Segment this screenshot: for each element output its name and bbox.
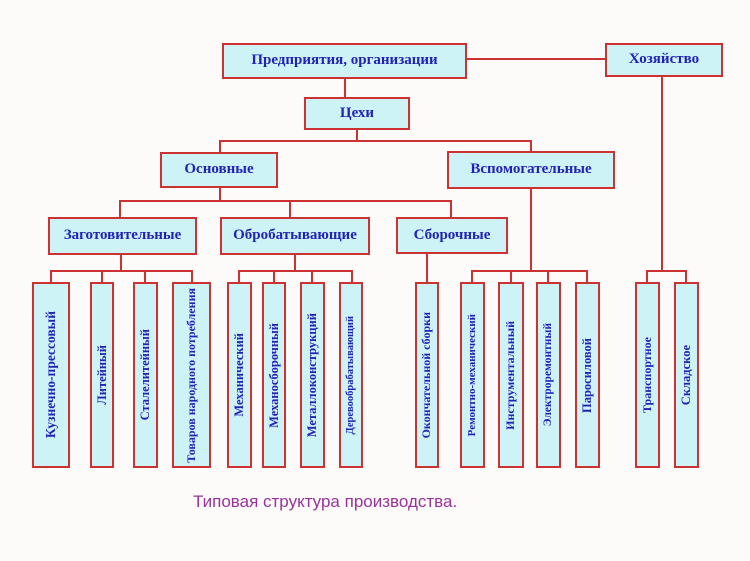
leaf-transport-label: Транспортное (639, 336, 654, 414)
leaf-mechanical-assembly: Механосборочный (262, 282, 286, 468)
connector-main-bar (219, 188, 221, 200)
leaf-final-assembly-label: Окончательной сборки (419, 311, 434, 439)
leaf-mechanical-assembly-label: Механосборочный (266, 322, 281, 428)
node-assembly: Сборочные (396, 217, 508, 254)
node-main-label: Основные (184, 161, 254, 178)
node-enterprises: Предприятия, организации (222, 43, 467, 79)
connector-bar-level4 (119, 200, 452, 202)
connector-assembly-leaf9 (426, 254, 428, 282)
leaf-warehouse: Складское (674, 282, 699, 468)
connector-drop-leaf6 (273, 270, 275, 282)
connector-drop-leaf3 (144, 270, 146, 282)
connector-drop-procurement (119, 200, 121, 217)
leaf-forging-press: Кузнечно-прессовый (32, 282, 70, 468)
leaf-tooling: Инструментальный (498, 282, 524, 468)
leaf-steam-power: Паросиловой (575, 282, 600, 468)
leaf-foundry: Литейный (90, 282, 114, 468)
connector-bar-economy-leaves (646, 270, 687, 272)
connector-drop-leaf4 (191, 270, 193, 282)
leaf-consumer-goods: Товаров народного потребления (172, 282, 211, 468)
leaf-electrical-repair: Электроремонтный (536, 282, 561, 468)
connector-drop-leaf14 (646, 270, 648, 282)
node-procurement-label: Заготовительные (63, 227, 182, 244)
connector-processing-bar (294, 255, 296, 270)
node-auxiliary: Вспомогательные (447, 151, 615, 189)
leaf-mechanical: Механический (227, 282, 252, 468)
connector-bar-auxiliary-leaves (471, 270, 588, 272)
connector-drop-leaf2 (101, 270, 103, 282)
connector-drop-leaf7 (311, 270, 313, 282)
connector-enterprises-shops (344, 79, 346, 97)
leaf-steel-casting: Сталелитейный (133, 282, 158, 468)
leaf-steel-casting-label: Сталелитейный (138, 329, 153, 421)
connector-drop-leaf12 (547, 270, 549, 282)
node-assembly-label: Сборочные (413, 226, 491, 243)
connector-drop-leaf5 (238, 270, 240, 282)
leaf-forging-press-label: Кузнечно-прессовый (43, 311, 59, 439)
leaf-woodworking-label: Деревообрабатывающий (344, 315, 356, 435)
leaf-foundry-label: Литейный (94, 345, 109, 405)
leaf-consumer-goods-label: Товаров народного потребления (183, 287, 198, 463)
leaf-repair-mechanical-label: Ремонтно-механический (466, 313, 479, 437)
connector-shops-bar (356, 130, 358, 140)
connector-bar-procurement-leaves (50, 270, 193, 272)
node-economy: Хозяйство (605, 43, 723, 77)
node-shops-label: Цехи (339, 104, 375, 121)
connector-bar-level3 (219, 140, 532, 142)
leaf-woodworking: Деревообрабатывающий (339, 282, 363, 468)
leaf-final-assembly: Окончательной сборки (415, 282, 439, 468)
connector-drop-main (219, 140, 221, 152)
connector-drop-leaf8 (351, 270, 353, 282)
connector-enterprises-economy (467, 58, 605, 60)
connector-drop-leaf11 (510, 270, 512, 282)
diagram-caption: Типовая структура производства. (193, 492, 458, 511)
connector-auxiliary-bar (530, 189, 532, 270)
node-processing-label: Обробатывающие (233, 227, 357, 244)
node-procurement: Заготовительные (48, 217, 197, 255)
node-shops: Цехи (304, 97, 410, 130)
connector-procurement-bar (120, 255, 122, 270)
connector-drop-leaf15 (685, 270, 687, 282)
leaf-mechanical-label: Механический (232, 333, 247, 417)
connector-drop-auxiliary (530, 140, 532, 151)
leaf-metal-structures-label: Металлоконструкций (305, 312, 320, 438)
connector-bar-processing-leaves (238, 270, 353, 272)
connector-economy-bar (661, 77, 663, 270)
leaf-metal-structures: Металлоконструкций (300, 282, 325, 468)
connector-drop-leaf10 (471, 270, 473, 282)
connector-drop-assembly (450, 200, 452, 217)
node-enterprises-label: Предприятия, организации (251, 52, 438, 69)
leaf-electrical-repair-label: Электроремонтный (541, 323, 554, 427)
connector-drop-processing (289, 200, 291, 217)
connector-drop-leaf13 (586, 270, 588, 282)
node-economy-label: Хозяйство (628, 51, 700, 68)
leaf-steam-power-label: Паросиловой (580, 337, 595, 413)
node-auxiliary-label: Вспомогательные (470, 161, 592, 178)
leaf-warehouse-label: Складское (679, 344, 694, 406)
leaf-tooling-label: Инструментальный (503, 320, 518, 430)
node-main: Основные (160, 152, 278, 188)
leaf-transport: Транспортное (635, 282, 660, 468)
connector-drop-leaf1 (50, 270, 52, 282)
node-processing: Обробатывающие (220, 217, 370, 255)
leaf-repair-mechanical: Ремонтно-механический (460, 282, 485, 468)
